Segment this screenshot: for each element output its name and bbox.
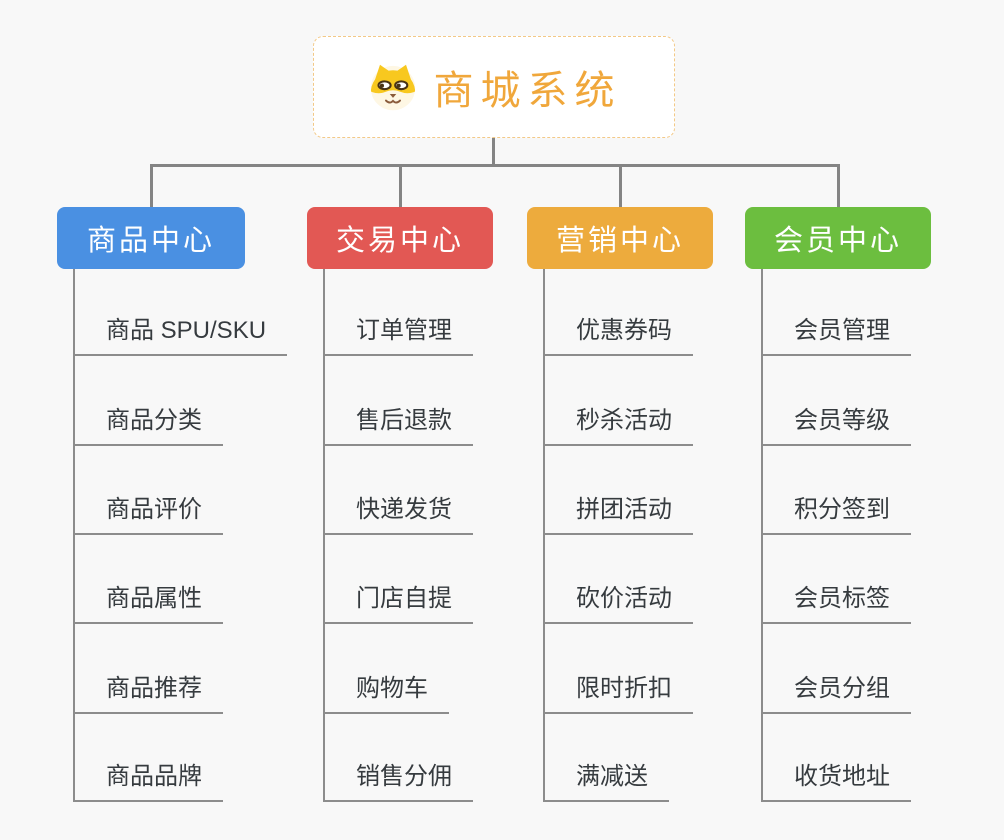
leaf-node[interactable]: 快递发货 [323,488,473,535]
leaf-label: 积分签到 [794,496,890,523]
leaf-label: 销售分佣 [356,763,452,790]
leaf-label: 购物车 [356,675,428,702]
branch-node[interactable]: 会员中心 [745,207,931,269]
leaf-label: 商品推荐 [106,675,202,702]
leaf-label: 商品评价 [106,496,202,523]
leaf-label: 优惠券码 [576,317,672,344]
leaf-node[interactable]: 商品品牌 [73,755,223,802]
leaf-node[interactable]: 会员等级 [761,399,911,446]
leaf-label: 商品品牌 [106,763,202,790]
leaf-node[interactable]: 会员管理 [761,309,911,356]
branch-node[interactable]: 营销中心 [527,207,713,269]
leaf-label: 会员分组 [794,675,890,702]
leaf-node[interactable]: 优惠券码 [543,309,693,356]
leaf-node[interactable]: 售后退款 [323,399,473,446]
leaf-label: 会员标签 [794,585,890,612]
branch-node[interactable]: 交易中心 [307,207,493,269]
dog-face-icon [367,61,419,113]
connector-drop [619,164,622,207]
leaf-label: 快递发货 [356,496,452,523]
leaf-node[interactable]: 门店自提 [323,577,473,624]
leaf-label: 拼团活动 [576,496,672,523]
branch-node[interactable]: 商品中心 [57,207,245,269]
leaf-label: 商品 SPU/SKU [106,317,267,344]
tree-connector-line [543,269,545,802]
tree-connector-line [73,269,75,802]
leaf-node[interactable]: 商品评价 [73,488,223,535]
branch-label: 会员中心 [773,225,902,257]
leaf-node[interactable]: 秒杀活动 [543,399,693,446]
leaf-label: 商品分类 [106,407,202,434]
connector-drop [837,164,840,207]
leaf-label: 订单管理 [356,317,452,344]
leaf-label: 会员等级 [794,407,890,434]
connector-drop [150,164,153,207]
tree-connector-line [323,269,325,802]
leaf-node[interactable]: 销售分佣 [323,755,473,802]
leaf-node[interactable]: 购物车 [323,667,449,714]
leaf-node[interactable]: 砍价活动 [543,577,693,624]
leaf-node[interactable]: 拼团活动 [543,488,693,535]
leaf-node[interactable]: 订单管理 [323,309,473,356]
branch-label: 交易中心 [335,225,464,257]
leaf-label: 满减送 [576,763,648,790]
leaf-node[interactable]: 会员分组 [761,667,911,714]
branch-label: 商品中心 [86,225,215,257]
leaf-node[interactable]: 积分签到 [761,488,911,535]
root-topic[interactable]: 商城系统 [313,36,675,138]
connector-drop [399,164,402,207]
tree-connector-line [761,269,763,802]
leaf-node[interactable]: 商品分类 [73,399,223,446]
leaf-label: 秒杀活动 [576,407,672,434]
leaf-label: 售后退款 [356,407,452,434]
connector-root-stub [492,138,495,164]
leaf-node[interactable]: 收货地址 [761,755,911,802]
leaf-node[interactable]: 满减送 [543,755,669,802]
leaf-label: 门店自提 [356,585,452,612]
leaf-node[interactable]: 商品属性 [73,577,223,624]
leaf-label: 会员管理 [794,317,890,344]
leaf-label: 商品属性 [106,585,202,612]
connector-bus [150,164,840,167]
branch-label: 营销中心 [555,225,684,257]
leaf-node[interactable]: 商品推荐 [73,667,223,714]
leaf-label: 收货地址 [794,763,890,790]
leaf-node[interactable]: 会员标签 [761,577,911,624]
root-topic-title: 商城系统 [433,69,622,113]
leaf-node[interactable]: 商品 SPU/SKU [73,309,288,356]
leaf-label: 砍价活动 [576,585,672,612]
leaf-node[interactable]: 限时折扣 [543,667,693,714]
leaf-label: 限时折扣 [576,675,672,702]
